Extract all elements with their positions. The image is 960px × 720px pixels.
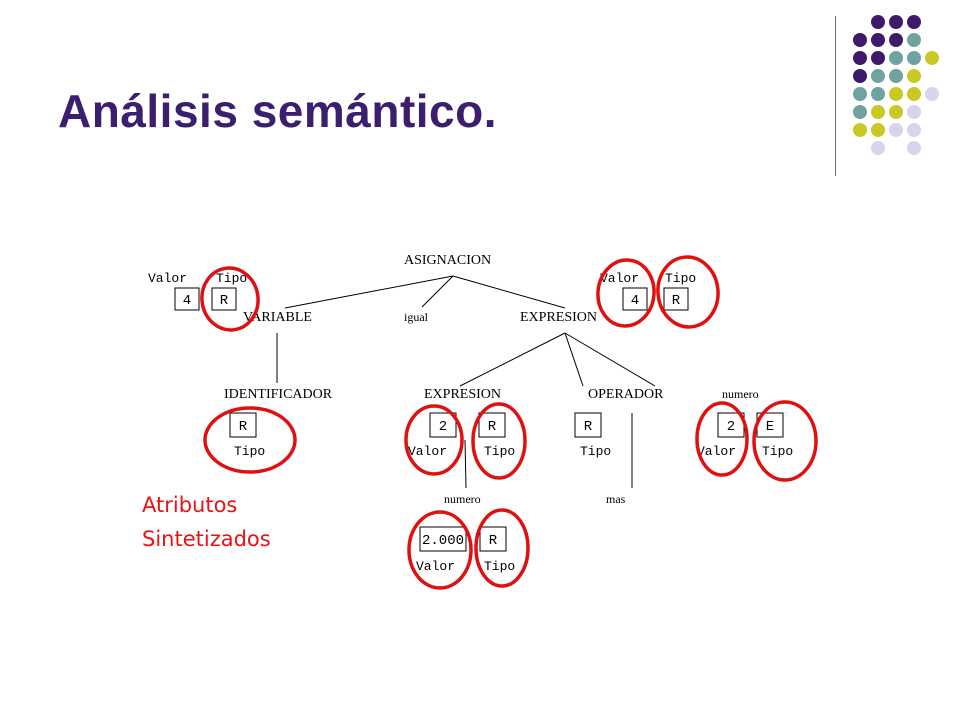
decorative-dot xyxy=(925,87,939,101)
identificador-type-box xyxy=(229,412,257,438)
decorative-dot xyxy=(853,87,867,101)
highlight-numero-bottom-value xyxy=(407,510,473,590)
decorative-dot xyxy=(925,51,939,65)
node-variable: VARIABLE xyxy=(243,310,312,325)
operador-type-label: Tipo xyxy=(580,444,611,459)
numero-right-value-box xyxy=(717,412,745,438)
decorative-dot xyxy=(871,33,885,47)
expresion-inner-type-box xyxy=(478,412,506,438)
numero-bottom-value: 2.000 xyxy=(422,533,464,549)
numero-bottom-type-box xyxy=(479,526,507,552)
decorative-dot xyxy=(871,87,885,101)
edge-root-expresion xyxy=(452,275,566,309)
decorative-dot xyxy=(853,69,867,83)
decorative-dot xyxy=(907,51,921,65)
expresion-inner-type-label: Tipo xyxy=(484,444,515,459)
decorative-dot xyxy=(907,141,921,155)
edge-root-igual xyxy=(421,275,454,308)
highlight-identificador xyxy=(203,406,297,474)
highlight-numero-right-value xyxy=(695,401,749,477)
decorative-dot xyxy=(871,141,885,155)
node-operador: OPERADOR xyxy=(588,387,664,402)
numero-bottom-value-label: Valor xyxy=(416,559,455,574)
highlight-variable-type xyxy=(200,266,260,332)
highlight-expresion-inner-type xyxy=(471,402,527,480)
operador-type-box xyxy=(574,412,602,438)
edge-root-variable xyxy=(284,275,454,309)
expresion-top-value-box xyxy=(622,287,648,311)
expresion-top-value: 4 xyxy=(631,293,639,309)
decorative-dot xyxy=(871,123,885,137)
decorative-dot xyxy=(907,69,921,83)
node-mas: mas xyxy=(606,492,626,506)
decorative-dot xyxy=(907,123,921,137)
expresion-top-type: R xyxy=(672,293,681,309)
slide-title: Análisis semántico. xyxy=(58,85,497,137)
edge-expresion-operador xyxy=(564,332,584,387)
numero-right-value: 2 xyxy=(727,419,735,435)
legend-line-2: Sintetizados xyxy=(142,527,271,551)
expresion-top-type-box xyxy=(663,287,689,311)
decorative-dot xyxy=(889,51,903,65)
decorative-dot xyxy=(853,51,867,65)
edge-expresion-expresion xyxy=(459,332,566,387)
numero-bottom-type-label: Tipo xyxy=(484,559,515,574)
decorative-dot xyxy=(889,33,903,47)
legend-line-1: Atributos xyxy=(142,493,238,517)
synthesized-attributes-legend: Atributos Sintetizados xyxy=(142,488,271,556)
node-igual: igual xyxy=(404,310,429,324)
node-expresion-inner: EXPRESION xyxy=(424,387,501,402)
decorative-dot xyxy=(871,105,885,119)
expresion-inner-type: R xyxy=(488,419,497,435)
expresion-top-value-label: Valor xyxy=(600,271,639,286)
operador-type: R xyxy=(584,419,593,435)
decorative-dot xyxy=(871,69,885,83)
node-identificador: IDENTIFICADOR xyxy=(224,387,333,402)
node-numero-right: numero xyxy=(722,387,759,401)
variable-type-label: Tipo xyxy=(216,271,247,286)
numero-right-value-label: Valor xyxy=(697,444,736,459)
edge-expresion-numero-bottom xyxy=(464,439,467,489)
highlight-expresion-top-type xyxy=(656,255,720,329)
highlight-expresion-inner-value xyxy=(404,404,464,476)
variable-type-box xyxy=(211,287,237,311)
highlight-expresion-top-value xyxy=(596,258,656,328)
decorative-dot xyxy=(853,105,867,119)
expresion-top-type-label: Tipo xyxy=(665,271,696,286)
node-numero-bottom: numero xyxy=(444,492,481,506)
decorative-dot xyxy=(907,105,921,119)
variable-type: R xyxy=(220,293,229,309)
expresion-inner-value: 2 xyxy=(439,419,447,435)
decorative-dot xyxy=(853,33,867,47)
highlight-numero-bottom-type xyxy=(474,508,530,588)
decorative-dot xyxy=(907,15,921,29)
expresion-inner-value-box xyxy=(429,412,457,438)
identificador-type: R xyxy=(239,419,248,435)
decorative-dot xyxy=(889,87,903,101)
node-expresion-top: EXPRESION xyxy=(520,310,597,325)
node-asignacion: ASIGNACION xyxy=(404,253,491,268)
numero-right-type-label: Tipo xyxy=(762,444,793,459)
numero-bottom-value-box xyxy=(419,526,467,552)
numero-bottom-type: R xyxy=(489,533,498,549)
decorative-dot xyxy=(889,69,903,83)
edge-expresion-numero xyxy=(564,332,656,387)
variable-value-label: Valor xyxy=(148,271,187,286)
numero-right-type: E xyxy=(766,419,774,435)
decorative-dot xyxy=(889,105,903,119)
decorative-dot xyxy=(907,33,921,47)
variable-value-box xyxy=(174,287,200,311)
decorative-dot xyxy=(853,123,867,137)
decorative-dot xyxy=(907,87,921,101)
decorative-dot xyxy=(871,15,885,29)
identificador-type-label: Tipo xyxy=(234,444,265,459)
decorative-dot xyxy=(889,15,903,29)
variable-value: 4 xyxy=(183,293,191,309)
decorative-dot xyxy=(889,123,903,137)
highlight-numero-right-type xyxy=(752,400,818,482)
decorative-divider-line xyxy=(835,16,836,176)
expresion-inner-value-label: Valor xyxy=(408,444,447,459)
decorative-dot xyxy=(871,51,885,65)
